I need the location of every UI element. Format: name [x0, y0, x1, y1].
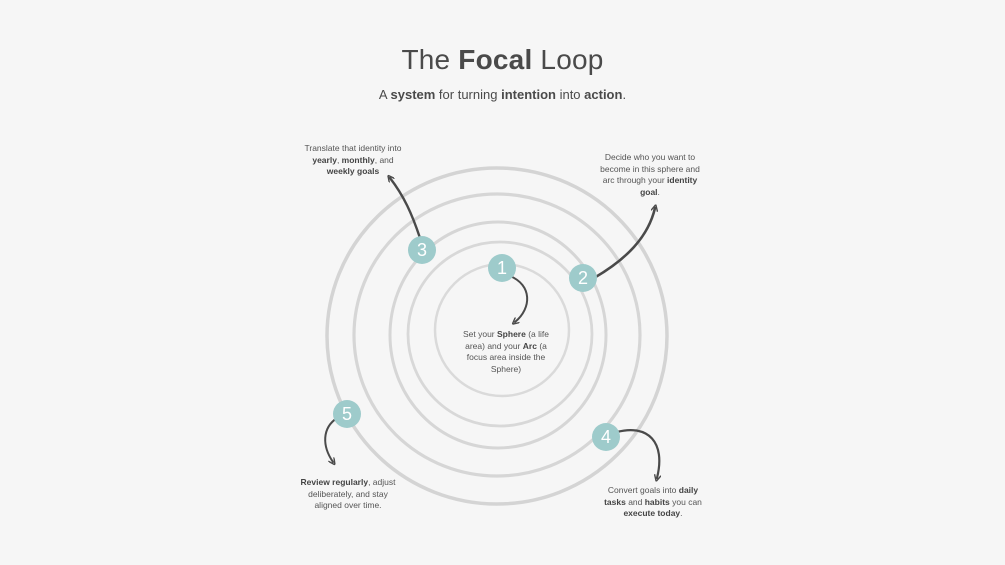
step-4-badge: 4 — [592, 423, 620, 451]
subtitle-text: for turning — [435, 87, 502, 102]
note-emphasis: Review regularly — [300, 477, 369, 487]
arrow-step-5 — [324, 417, 338, 462]
note-emphasis: weekly — [326, 166, 355, 176]
note-text: Convert goals into — [607, 485, 679, 495]
note-emphasis: execute today — [623, 508, 681, 518]
note-text: , and — [374, 154, 394, 165]
ring-2 — [406, 240, 594, 428]
arrow-step-2 — [592, 208, 655, 280]
title-bold: Focal — [458, 44, 533, 75]
note-text: (a life area) and your — [465, 329, 549, 351]
ring-3 — [388, 220, 608, 450]
step-2-description: Decide who you want to become in this sp… — [598, 152, 702, 198]
step-4-description: Convert goals into daily tasks and habit… — [604, 485, 702, 520]
step-5-badge: 5 — [333, 400, 361, 428]
note-text: (a focus area inside the Sphere) — [466, 340, 547, 374]
arrow-step-3 — [390, 178, 422, 240]
title-suffix: Loop — [532, 44, 604, 75]
arrow-step-4 — [615, 429, 659, 478]
title-prefix: The — [401, 44, 459, 75]
note-text: Set your — [462, 329, 498, 339]
arrow-step-1 — [509, 275, 529, 322]
note-emphasis: yearly — [312, 154, 337, 165]
step-2-badge: 2 — [569, 264, 597, 292]
subtitle-text: . — [622, 87, 627, 102]
note-text: and — [625, 496, 645, 507]
note-emphasis: monthly — [341, 154, 375, 165]
note-text: Decide who you want to become in this sp… — [600, 152, 700, 185]
note-text: , — [336, 154, 342, 165]
ring-outer — [325, 166, 669, 506]
subtitle-bold: system — [390, 87, 436, 102]
note-emphasis: goals — [354, 166, 380, 176]
step-5-description: Review regularly, adjust deliberately, a… — [300, 477, 396, 512]
page-title: The Focal Loop — [0, 44, 1005, 76]
note-text: . — [657, 186, 660, 197]
ring-4 — [352, 192, 642, 478]
note-text: . — [680, 508, 683, 518]
note-emphasis: Arc — [522, 340, 537, 351]
note-emphasis: daily tasks — [604, 485, 699, 507]
note-text: , adjust deliberately, and stay aligned … — [308, 477, 396, 510]
subtitle-text: into — [555, 87, 585, 102]
note-emphasis: Sphere — [497, 329, 526, 339]
step-1-badge: 1 — [488, 254, 516, 282]
note-emphasis: habits — [644, 496, 670, 507]
note-text: Translate that identity into — [304, 143, 402, 153]
page-subtitle: A system for turning intention into acti… — [0, 87, 1005, 102]
subtitle-text: A — [378, 87, 391, 102]
note-emphasis: identity goal — [640, 175, 698, 197]
subtitle-bold: action — [584, 87, 623, 102]
note-text: you can — [669, 496, 702, 507]
step-3-description: Translate that identity into yearly, mon… — [298, 143, 408, 178]
subtitle-bold: intention — [501, 87, 556, 102]
step-3-badge: 3 — [408, 236, 436, 264]
step-1-description: Set your Sphere (a life area) and your A… — [462, 329, 550, 375]
